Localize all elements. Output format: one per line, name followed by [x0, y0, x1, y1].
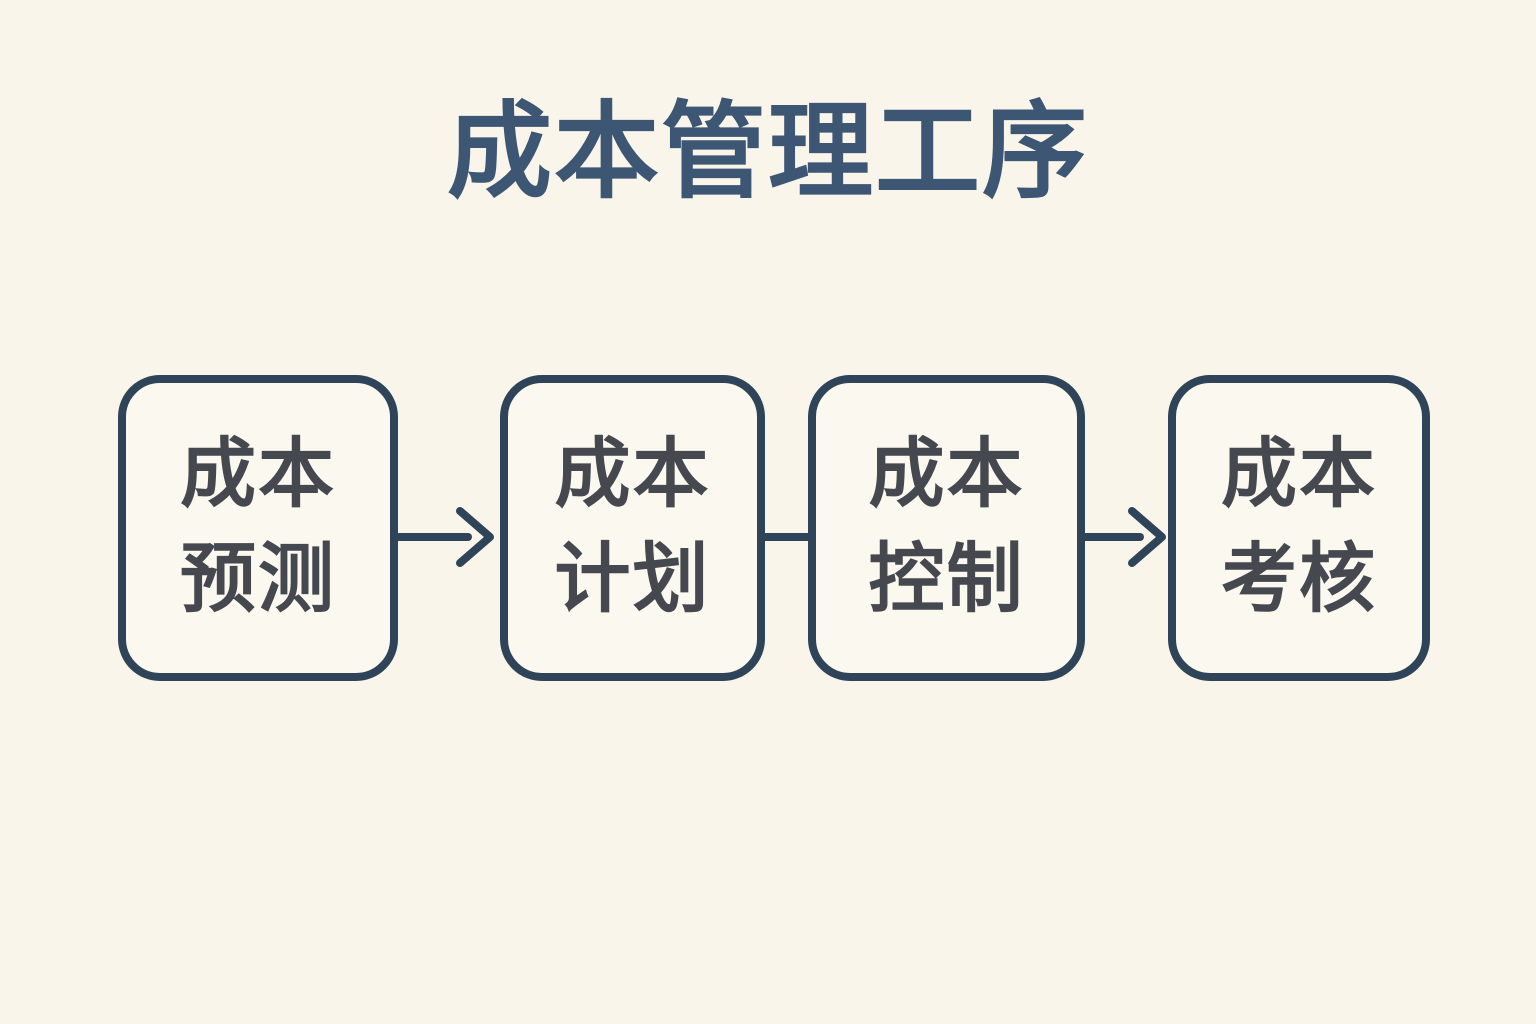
arrow-right-icon [1085, 507, 1166, 567]
step-label-line1: 成本 [1221, 432, 1377, 518]
step-label: 成本 控制 [869, 423, 1025, 633]
step-label-line2: 预测 [180, 537, 336, 622]
flow-connector-1 [398, 489, 500, 585]
flow-connector-3 [1085, 489, 1168, 585]
page-title: 成本管理工序 [446, 94, 1089, 211]
step-label-line1: 成本 [868, 432, 1025, 518]
step-box-cost-plan: 成本 计划 [500, 375, 765, 681]
step-label: 成本 考核 [1221, 423, 1377, 633]
step-label-line2: 控制 [868, 537, 1025, 622]
step-box-cost-assessment: 成本 考核 [1168, 375, 1430, 681]
step-label-line2: 考核 [1221, 537, 1377, 622]
step-label-line1: 成本 [180, 432, 336, 518]
step-label: 成本 计划 [555, 423, 711, 633]
arrow-right-icon [398, 507, 494, 567]
step-label-line2: 计划 [554, 537, 711, 622]
connector-line [763, 533, 810, 541]
step-box-cost-control: 成本 控制 [808, 375, 1085, 681]
step-label-line1: 成本 [554, 432, 711, 518]
step-box-cost-forecast: 成本 预测 [118, 375, 398, 681]
step-label: 成本 预测 [180, 423, 336, 633]
